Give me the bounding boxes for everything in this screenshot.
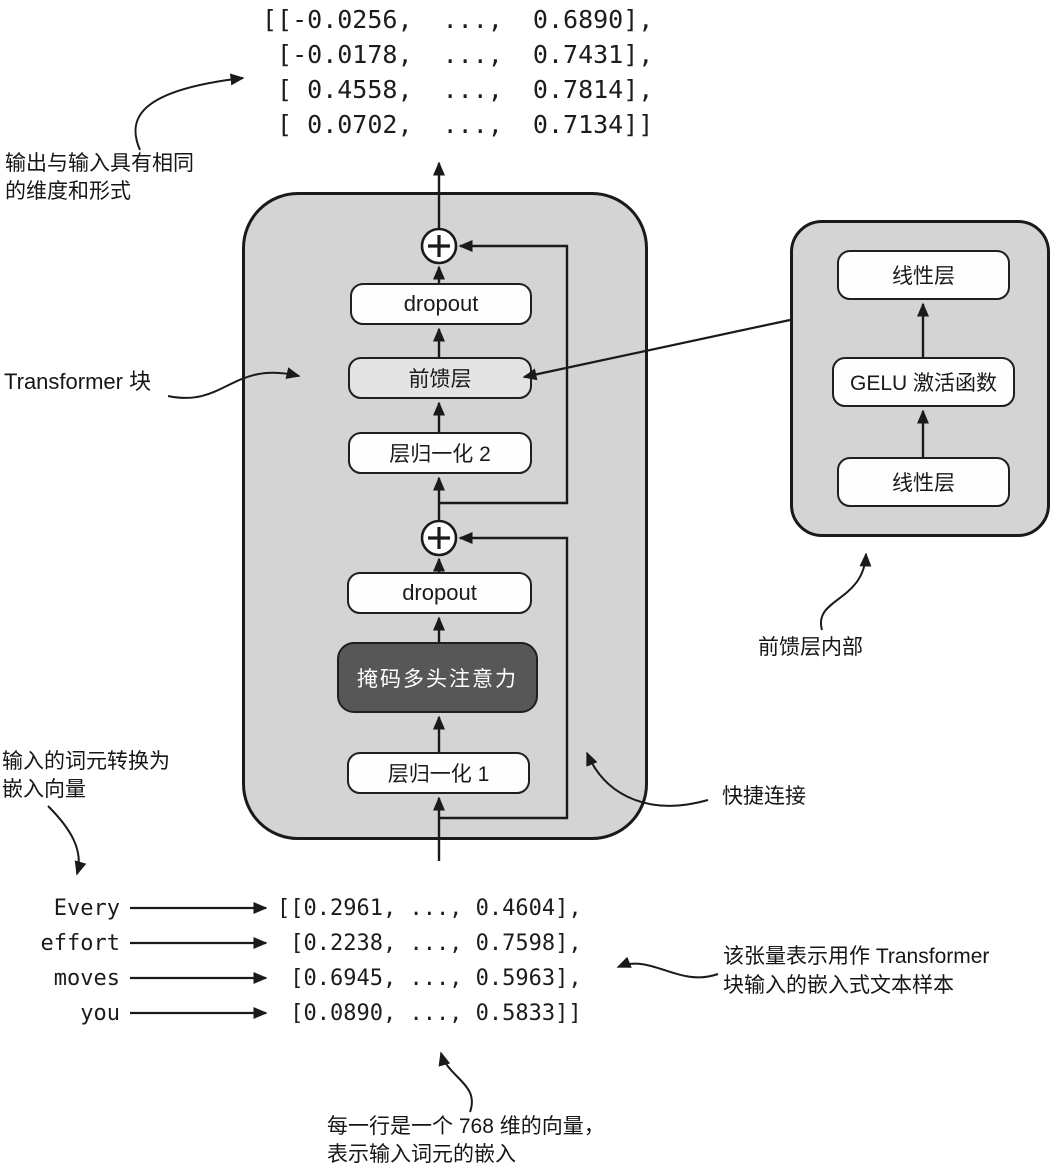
- output-note-line1: 输出与输入具有相同: [5, 152, 194, 175]
- shortcut-label: 快捷连接: [722, 785, 806, 808]
- transformer-block-label: Transformer 块: [4, 369, 152, 394]
- arrow-ffn-label: [819, 552, 872, 631]
- output-tensor-text: [[-0.0256, ..., 0.6890], [-0.0178, ..., …: [262, 5, 654, 139]
- dropout-bottom-box: dropout: [347, 572, 532, 614]
- linear-top-box: 线性层: [837, 250, 1010, 300]
- input-note-line2: 嵌入向量: [2, 778, 86, 801]
- tensor-note-line1: 该张量表示用作 Transformer: [723, 945, 990, 968]
- dropout-top-box: dropout: [350, 283, 532, 325]
- output-note: 输出与输入具有相同 的维度和形式: [5, 150, 194, 206]
- layer-norm-2-box: 层归一化 2: [348, 432, 532, 474]
- row-note-line1: 每一行是一个 768 维的向量，: [327, 1115, 605, 1138]
- input-tensor-text: [[0.2961, ..., 0.4604], [0.2238, ..., 0.…: [277, 896, 582, 1026]
- tensor-note-line2: 块输入的嵌入式文本样本: [723, 974, 954, 997]
- tensor-note: 该张量表示用作 Transformer 块输入的嵌入式文本样本: [723, 942, 989, 1000]
- input-note: 输入的词元转换为 嵌入向量: [2, 748, 170, 804]
- row-note-line2: 表示输入词元的嵌入: [327, 1143, 516, 1166]
- arrow-input-note: [47, 805, 87, 876]
- masked-attention-box: 掩码多头注意力: [337, 642, 538, 713]
- arrow-output-note: [134, 73, 245, 151]
- output-note-line2: 的维度和形式: [5, 180, 131, 203]
- input-note-line1: 输入的词元转换为: [2, 750, 170, 773]
- gelu-box: GELU 激活函数: [832, 357, 1015, 407]
- row-note: 每一行是一个 768 维的向量， 表示输入词元的嵌入: [327, 1113, 605, 1169]
- layer-norm-1-box: 层归一化 1: [347, 752, 530, 794]
- arrow-tensor-note: [616, 956, 719, 979]
- feed-forward-box: 前馈层: [348, 357, 532, 399]
- ffn-internal-label: 前馈层内部: [758, 636, 863, 659]
- input-tokens-text: Every effort moves you: [40, 896, 120, 1026]
- linear-bottom-box: 线性层: [837, 457, 1010, 507]
- arrow-row-note: [438, 1051, 473, 1113]
- token-arrows: [130, 902, 268, 1019]
